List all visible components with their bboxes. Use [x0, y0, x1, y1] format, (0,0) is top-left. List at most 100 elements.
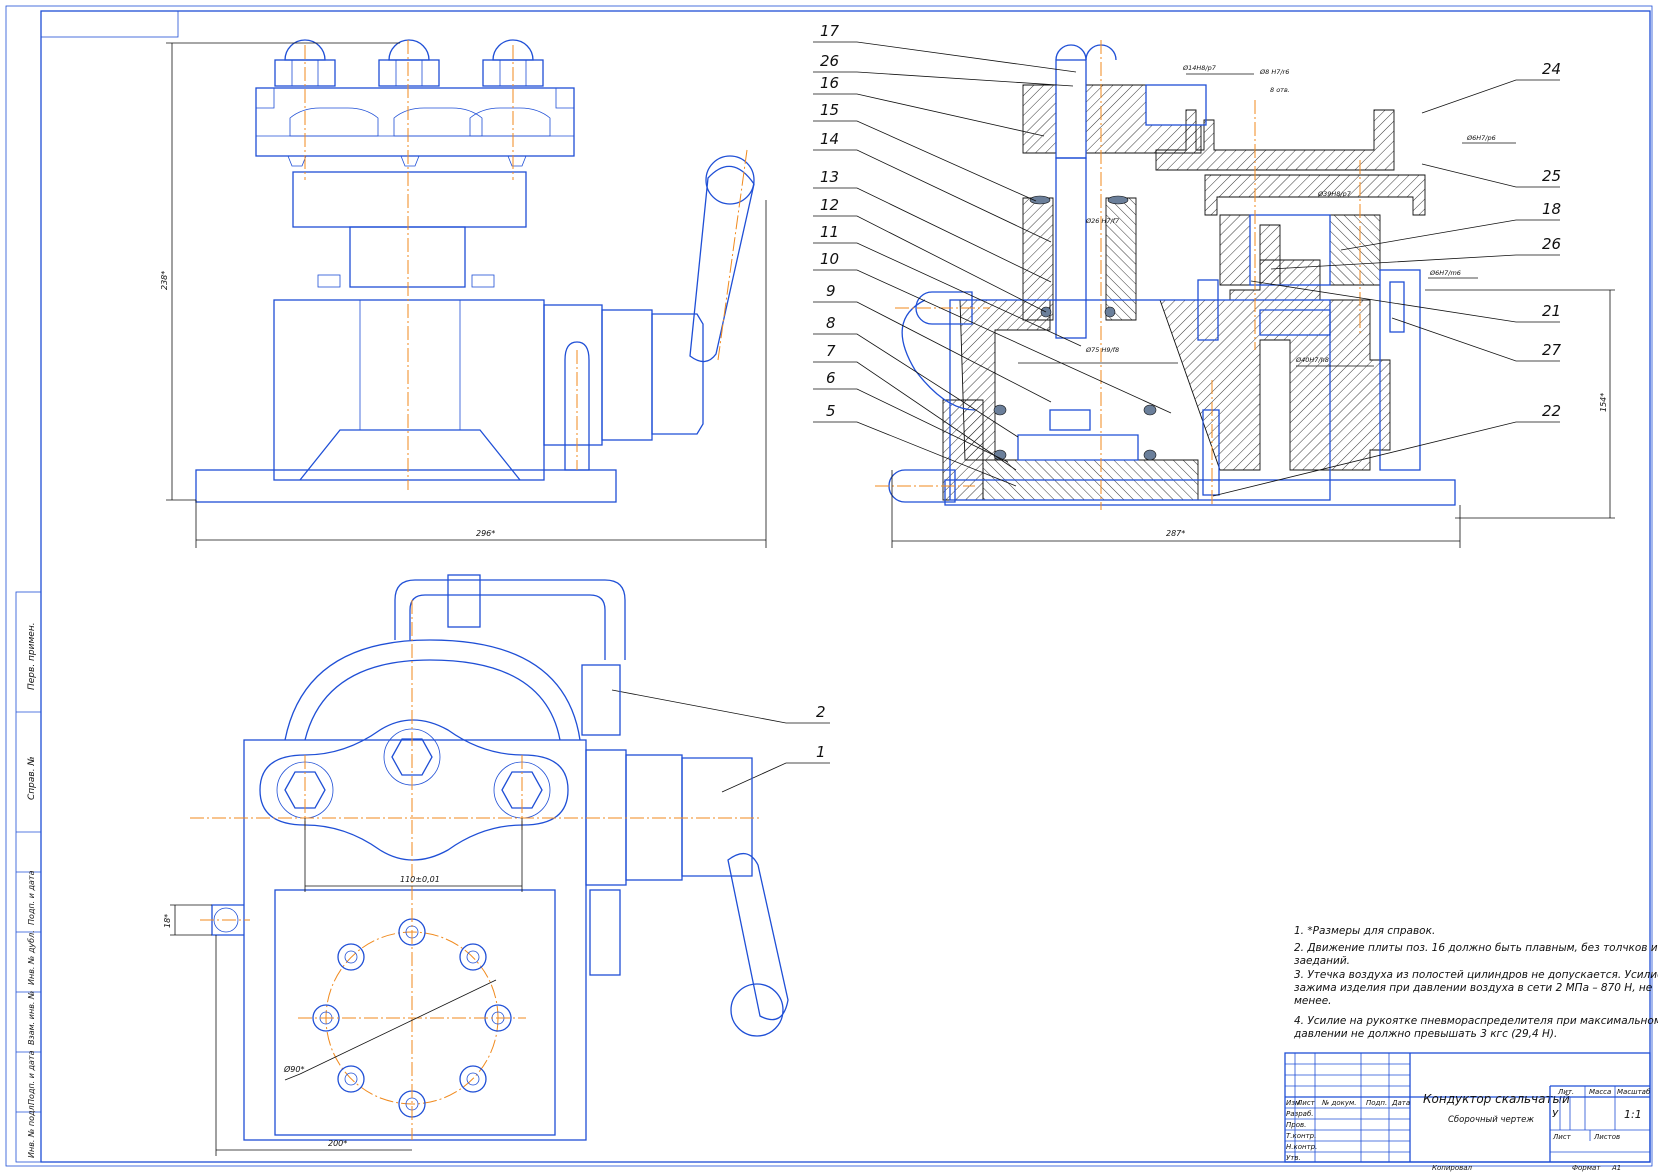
plan-view: 110±0,01 Ø90* 200* 18*: [163, 574, 789, 1156]
technical-notes: 1. *Размеры для справок. 2. Движение пли…: [1293, 925, 1658, 1040]
sheet-frame: Перв. примен. Справ. № Подп. и дата Инв.…: [5, 5, 1653, 1167]
top-corner-box: [40, 10, 179, 38]
dim-offset-x: 200*: [328, 1139, 347, 1148]
callout-5: 5: [826, 402, 836, 420]
section-view: 287* 154* Ø14H8/p7 Ø8 H7/r6 8 отв. Ø6H7/…: [875, 40, 1615, 548]
callout-26: 26: [1542, 235, 1561, 253]
callout-27: 27: [1542, 341, 1562, 359]
fit-14h8: Ø14H8/p7: [1182, 64, 1217, 72]
air-hose: [394, 579, 626, 660]
tb-copied: Копировал: [1432, 1164, 1473, 1172]
callout-leaders: [611, 41, 1560, 793]
dim-front-width: 296*: [476, 529, 495, 538]
top-plate: [255, 87, 575, 157]
stamp-sprav: Справ. №: [27, 756, 37, 800]
dim-section-height: 154*: [1599, 393, 1608, 412]
note-2: 2. Движение плиты поз. 16 должно быть пл…: [1294, 942, 1658, 967]
tb-prov: Пров.: [1286, 1121, 1306, 1129]
tb-sheet: Лист: [1552, 1133, 1572, 1141]
fit-26h7: Ø26 H7/f7: [1085, 217, 1120, 225]
tb-list: Лист: [1296, 1099, 1316, 1107]
callout-18: 18: [1542, 200, 1561, 218]
tb-mass: Масса: [1589, 1088, 1611, 1096]
tb-docnum: № докум.: [1321, 1099, 1357, 1107]
tb-nkontr: Н.контр.: [1286, 1143, 1317, 1151]
callout-17: 17: [820, 22, 840, 40]
callout-1: 1: [816, 743, 826, 761]
tb-lit-value: У: [1552, 1109, 1559, 1120]
fit-39h8: Ø39H8/p7: [1317, 190, 1352, 198]
callout-10: 10: [820, 250, 839, 268]
hex-nut-center-icon: [391, 738, 433, 776]
callout-13: 13: [820, 168, 839, 186]
callout-7: 7: [826, 342, 836, 360]
note-3: 3. Утечка воздуха из полостей цилиндров …: [1294, 969, 1658, 1007]
fit-6h7-p6: Ø6H7/p6: [1466, 134, 1496, 142]
fit-8h7: Ø8 H7/r6: [1259, 68, 1289, 76]
tb-scale-value: 1:1: [1624, 1108, 1642, 1121]
pneumatic-valve: [543, 155, 755, 471]
callout-23: 24: [1542, 60, 1561, 78]
base-flange: [195, 469, 617, 503]
callout-24: 25: [1542, 167, 1561, 185]
tb-sign: Подп.: [1366, 1099, 1387, 1107]
tb-format-value: А1: [1611, 1164, 1621, 1172]
stamp-inv-podl: Инв. № подл.: [27, 1103, 36, 1158]
fit-6h7-m6: Ø6H7/m6: [1429, 269, 1461, 277]
callout-15: 15: [820, 101, 839, 119]
callout-14: 14: [820, 130, 839, 148]
stamp-inv-dubl: Инв. № дубл.: [27, 930, 36, 985]
drawing-subtitle: Сборочный чертеж: [1448, 1115, 1534, 1125]
fitting-bottom-icon: [888, 469, 956, 503]
bolt-hole-icon: [459, 1065, 487, 1093]
front-view: 238* 296*: [160, 39, 767, 548]
callout-16: 16: [820, 74, 839, 92]
lever-handle: [689, 165, 755, 363]
fit-75h9: Ø75 H9/f8: [1085, 346, 1119, 354]
bolt-hole-icon: [337, 1065, 365, 1093]
tb-razrab: Разраб.: [1286, 1110, 1314, 1118]
fit-40h7: Ø40H7/h8: [1295, 356, 1329, 364]
valve-fitting-icon: [581, 664, 621, 736]
tb-tkontr: Т.контр.: [1286, 1132, 1316, 1140]
bolt-hole-icon: [337, 943, 365, 971]
stamp-podp-data-2: Подп. и дата: [27, 1050, 36, 1105]
fitting-top-icon: [915, 291, 973, 325]
clamp-block: [292, 171, 527, 228]
handle-knob-icon: [705, 155, 755, 205]
side-stamp: Перв. примен. Справ. № Подп. и дата Инв.…: [15, 591, 42, 1163]
callout-6: 6: [826, 369, 836, 387]
plan-body: [243, 739, 587, 1141]
bolt-hole-icon: [459, 943, 487, 971]
tb-lit: Лит.: [1557, 1088, 1574, 1096]
stamp-perv-primen: Перв. примен.: [27, 622, 37, 690]
acorn-nut-section-icon: [1055, 44, 1087, 61]
stamp-podp-data-1: Подп. и дата: [27, 870, 36, 925]
callout-21: 21: [1542, 302, 1561, 320]
tb-utv: Утв.: [1286, 1154, 1301, 1162]
callout-9: 9: [826, 282, 836, 300]
drawing-title: Кондуктор скальчатый: [1423, 1092, 1570, 1106]
plan-lever-handle: [727, 853, 789, 1021]
callout-22: 22: [1542, 402, 1561, 420]
callout-2: 2: [816, 703, 826, 721]
tb-format: Формат: [1572, 1164, 1601, 1172]
hex-nut-right-icon: [501, 771, 543, 809]
hose-fitting-icon: [447, 574, 481, 628]
callout-numbers: 17 26 16 15 14 13 12 11 10 9 8 7 6 5 24 …: [816, 22, 1562, 761]
dim-section-width: 287*: [1166, 529, 1185, 538]
acorn-nut-center-icon: [378, 39, 440, 87]
hex-nut-left-icon: [284, 771, 326, 809]
three-lobe-plate: [259, 719, 569, 861]
body: [273, 299, 545, 481]
fit-8-holes: 8 отв.: [1270, 86, 1290, 94]
dim-front-height: 238*: [160, 271, 169, 290]
dim-bolt-spacing: 110±0,01: [400, 875, 440, 884]
callout-25: 26: [820, 52, 839, 70]
callout-12: 12: [820, 196, 839, 214]
dim-offset-y: 18*: [163, 914, 172, 928]
tb-scale: Масштаб: [1617, 1088, 1651, 1096]
callout-11: 11: [820, 223, 839, 241]
dim-pcd: Ø90*: [283, 1064, 304, 1074]
